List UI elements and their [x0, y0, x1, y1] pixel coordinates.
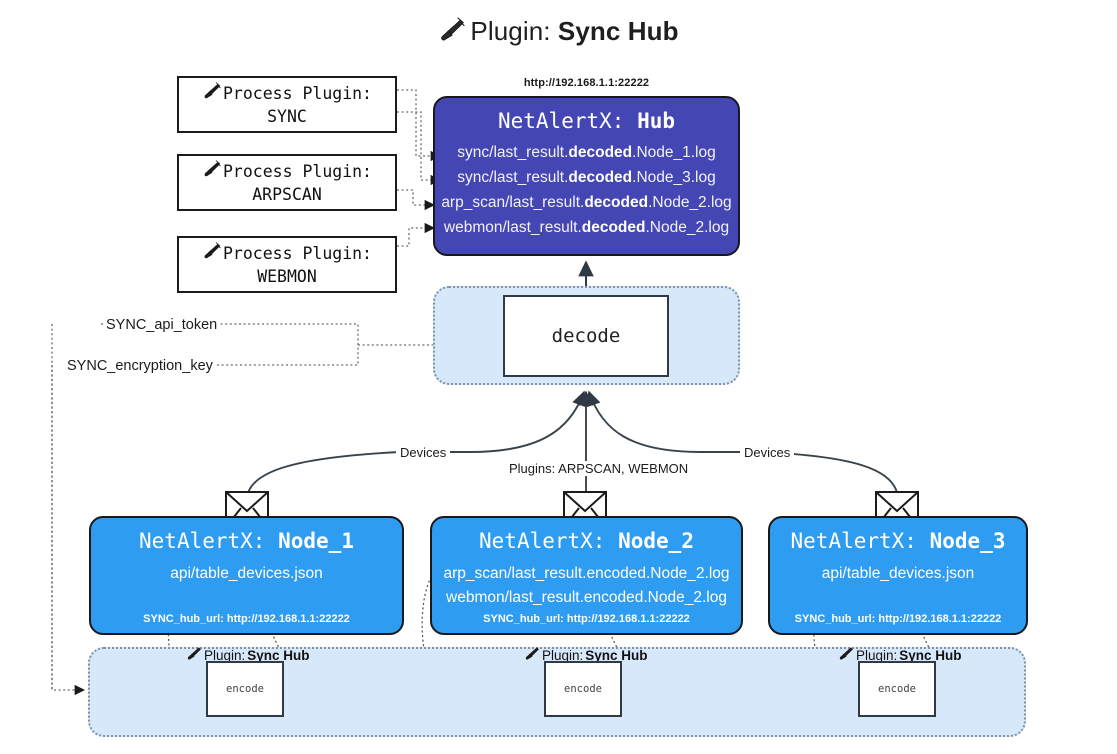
process-plugin-box-arpscan[interactable]: Process Plugin: ARPSCAN [177, 154, 397, 211]
node-hub-url: SYNC_hub_url: http://192.168.1.1:22222 [143, 613, 350, 625]
plug-icon [524, 646, 540, 664]
log-suffix: .Node_2.log [648, 194, 732, 212]
encoder-name: Sync Hub [247, 647, 310, 663]
encoder-name: Sync Hub [585, 647, 648, 663]
encoder-title-1: Plugin: Sync Hub [186, 646, 310, 664]
log-state: decoded [568, 169, 633, 187]
sync-encryption-key-label: SYNC_encryption_key [64, 358, 216, 374]
hub-app-name: NetAlertX: [497, 109, 625, 133]
encoder-prefix: Plugin: [856, 647, 898, 663]
node-box-node-3[interactable]: NetAlertX: Node_3 api/table_devices.json… [768, 516, 1028, 635]
plug-icon [202, 159, 222, 184]
plug-icon [202, 241, 222, 266]
log-state: decoded [584, 194, 649, 212]
process-plugin-name: ARPSCAN [252, 184, 322, 204]
sync-api-token-label: SYNC_api_token [103, 317, 221, 333]
log-state: decoded [581, 219, 646, 237]
title-name: Sync Hub [557, 16, 679, 46]
node-line: webmon/last_result.encoded.Node_2.log [446, 589, 727, 607]
process-plugin-name: SYNC [267, 106, 307, 126]
edge-label-devices-right: Devices [740, 445, 795, 460]
node-title: NetAlertX: Node_1 [91, 529, 402, 553]
node-box-node-1[interactable]: NetAlertX: Node_1 api/table_devices.json… [89, 516, 404, 635]
hub-log-list: sync/last_result.decoded.Node_1.log sync… [435, 140, 738, 240]
hub-log-line: sync/last_result.decoded.Node_1.log [435, 140, 738, 165]
node-box-node-2[interactable]: NetAlertX: Node_2 arp_scan/last_result.e… [430, 516, 743, 635]
hub-url-label: http://192.168.1.1:22222 [523, 77, 650, 89]
node-line: api/table_devices.json [821, 565, 975, 582]
hub-title: NetAlertX: Hub [435, 109, 738, 133]
encoder-prefix: Plugin: [204, 647, 246, 663]
plug-icon [186, 646, 202, 664]
edge-label-plugins: Plugins: ARPSCAN, WEBMON [505, 461, 693, 476]
process-plugin-box-sync[interactable]: Process Plugin: SYNC [177, 76, 397, 133]
hub-log-line: arp_scan/last_result.decoded.Node_2.log [435, 190, 738, 215]
log-prefix: webmon/last_result. [443, 219, 582, 237]
process-plugin-label: Process Plugin: [222, 243, 372, 263]
hub-node-box[interactable]: NetAlertX: Hub sync/last_result.decoded.… [433, 96, 740, 256]
title-prefix: Plugin: [470, 16, 551, 46]
node-app-name: NetAlertX: [790, 529, 917, 553]
node-name: Node_2 [618, 529, 694, 553]
node-hub-url: SYNC_hub_url: http://192.168.1.1:22222 [483, 613, 690, 625]
node-line: arp_scan/last_result.encoded.Node_2.log [443, 565, 730, 582]
plug-icon [838, 646, 854, 664]
log-suffix: .Node_1.log [632, 144, 716, 161]
process-plugin-name: WEBMON [257, 266, 317, 286]
encoder-title-2: Plugin: Sync Hub [524, 646, 648, 664]
encoder-name: Sync Hub [899, 647, 962, 663]
node-hub-url: SYNC_hub_url: http://192.168.1.1:22222 [794, 613, 1002, 625]
node-title: NetAlertX: Node_3 [770, 529, 1026, 553]
node-line-list: api/table_devices.json [770, 562, 1026, 586]
log-prefix: arp_scan/last_result. [441, 194, 585, 212]
plug-icon [438, 17, 466, 50]
process-plugin-box-webmon[interactable]: Process Plugin: WEBMON [177, 236, 397, 293]
process-plugin-label: Process Plugin: [222, 83, 372, 103]
encoder-title-3: Plugin: Sync Hub [838, 646, 962, 664]
hub-log-line: sync/last_result.decoded.Node_3.log [435, 165, 738, 190]
hub-name: Hub [637, 109, 676, 133]
node-line: api/table_devices.json [170, 565, 323, 582]
page-title: Plugin: Sync Hub [0, 16, 1117, 50]
decode-box[interactable]: decode [503, 295, 669, 377]
encode-box[interactable]: encode [544, 661, 622, 717]
log-suffix: .Node_3.log [632, 169, 716, 187]
node-line-list: api/table_devices.json [91, 562, 402, 586]
plug-icon [202, 81, 222, 106]
node-line-list: arp_scan/last_result.encoded.Node_2.log … [432, 562, 741, 611]
encoder-prefix: Plugin: [542, 647, 584, 663]
node-app-name: NetAlertX: [139, 529, 266, 553]
log-suffix: .Node_2.log [645, 219, 730, 237]
encode-box[interactable]: encode [858, 661, 936, 717]
process-plugin-label: Process Plugin: [222, 161, 372, 181]
node-name: Node_1 [278, 529, 354, 553]
encode-box[interactable]: encode [206, 661, 284, 717]
hub-log-line: webmon/last_result.decoded.Node_2.log [435, 215, 738, 240]
node-title: NetAlertX: Node_2 [432, 529, 741, 553]
log-prefix: sync/last_result. [457, 169, 569, 187]
node-name: Node_3 [929, 529, 1006, 553]
node-app-name: NetAlertX: [479, 529, 606, 553]
log-prefix: sync/last_result. [457, 144, 569, 161]
log-state: decoded [568, 144, 633, 161]
edge-label-devices-left: Devices [396, 445, 451, 460]
